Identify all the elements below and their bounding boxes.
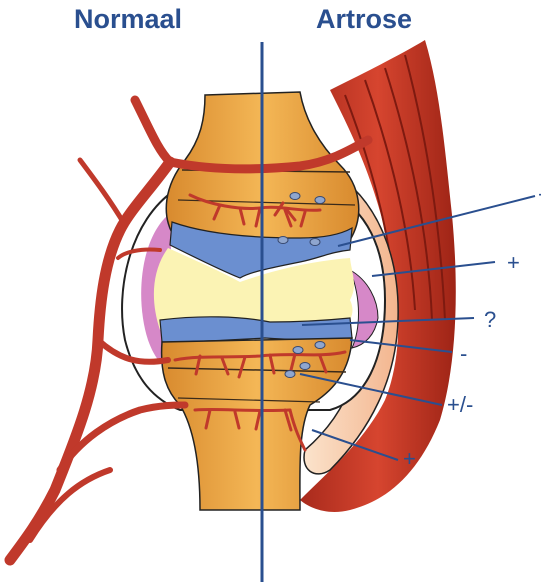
callout-label-subchondral: -	[460, 341, 467, 366]
callout-label-marrow: +/-	[447, 392, 473, 417]
callout-label-lower-capsule: +	[403, 446, 416, 471]
callout-label-synovium: +	[507, 250, 520, 275]
callout-label-cartilage: ?	[484, 307, 496, 332]
